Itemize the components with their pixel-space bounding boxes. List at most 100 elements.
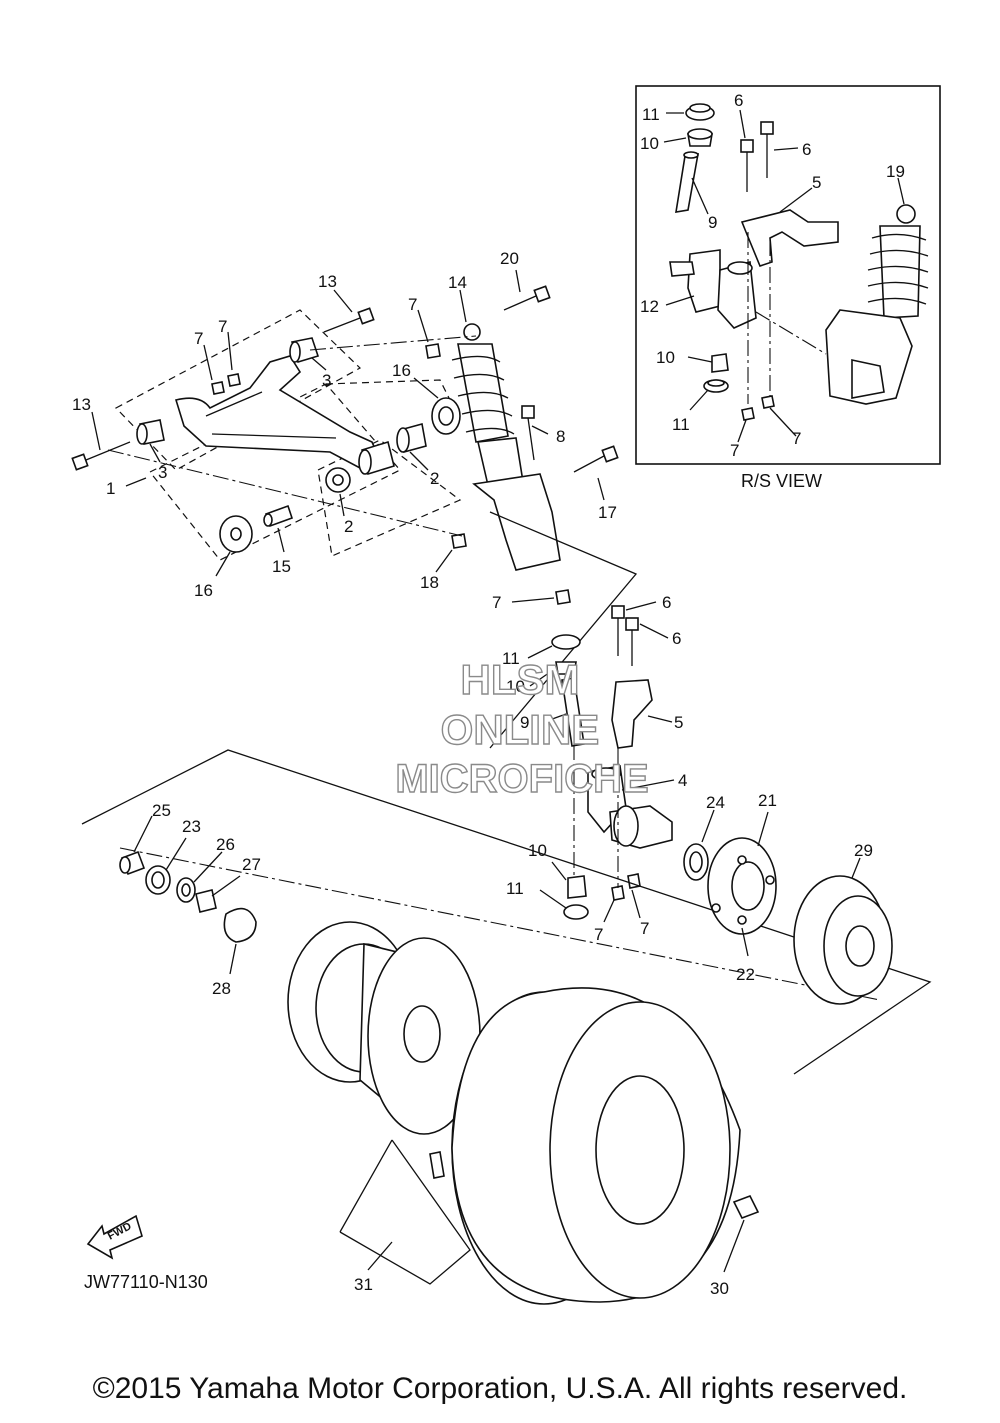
nut-18 <box>451 533 467 549</box>
knuckle-bolt-6a <box>611 605 625 656</box>
wheel-callout-8: 22 <box>736 965 755 984</box>
collar-15 <box>263 504 294 528</box>
wheel-callout-1: 23 <box>182 817 201 836</box>
inset-bolt-6a <box>740 139 754 192</box>
inset-rs-view: 11 10 6 6 5 9 19 12 10 11 7 7 R/S VIEW <box>635 85 941 491</box>
wheel-callout-7: 29 <box>854 841 873 860</box>
inset-caption: R/S VIEW <box>741 471 822 491</box>
knuckle-callout-1: 6 <box>672 629 681 648</box>
nut-27 <box>195 889 217 913</box>
knuckle-part-5 <box>611 679 653 749</box>
hub-seal-25 <box>119 850 146 876</box>
upper-callout-4: 13 <box>72 395 91 414</box>
cap-28 <box>223 907 257 943</box>
wheel-assembly: 25 23 26 27 28 24 21 29 22 31 30 <box>81 749 932 1305</box>
knuckle-part-10b <box>567 875 587 899</box>
washer-16b <box>431 397 461 435</box>
rim-wheel <box>287 921 481 1135</box>
inset-part-19 <box>825 204 929 405</box>
upper-callout-3: 3 <box>322 371 331 390</box>
inset-bolt-6b <box>760 121 774 178</box>
wheel-callout-5: 24 <box>706 793 725 812</box>
knuckle-callout-0: 6 <box>662 593 671 612</box>
upper-callout-15: 16 <box>194 581 213 600</box>
tire <box>451 987 741 1305</box>
a-arm-1 <box>174 355 382 469</box>
upper-callout-13: 8 <box>556 427 565 446</box>
shock-14 <box>451 323 525 495</box>
copyright-notice: ©2015 Yamaha Motor Corporation, U.S.A. A… <box>92 1372 908 1405</box>
nut-7c <box>425 343 441 359</box>
upper-arm-assembly: 13 7 7 3 13 3 1 14 20 7 16 2 2 8 17 16 1… <box>71 249 638 749</box>
knuckle-part-4 <box>587 765 673 849</box>
knuckle-part-10 <box>555 661 577 675</box>
knuckle-callout-5: 5 <box>674 713 683 732</box>
inset-part-5 <box>740 209 839 267</box>
upper-callout-12: 2 <box>344 517 353 536</box>
washer-16a <box>219 515 253 553</box>
inset-part-12 <box>669 249 757 329</box>
wheel-callout-4: 28 <box>212 979 231 998</box>
wheel-callout-6: 21 <box>758 791 777 810</box>
fwd-arrow: FWD <box>86 1214 143 1260</box>
bolt-13a <box>71 441 131 471</box>
upper-callout-17: 18 <box>420 573 439 592</box>
knuckle-callout-10: 7 <box>640 919 649 938</box>
upper-callout-2: 7 <box>218 317 227 336</box>
upper-callout-0: 13 <box>318 272 337 291</box>
watermark-line-2: ONLINE <box>441 706 600 753</box>
knuckle-callout-3: 10 <box>506 677 525 696</box>
inset-frame <box>635 85 941 465</box>
upper-callout-5: 3 <box>158 463 167 482</box>
watermark-line-1: HLSM <box>461 656 580 703</box>
knuckle-callout-7: 10 <box>528 841 547 860</box>
knuckle-assembly: 6 6 11 10 9 5 4 10 11 7 7 <box>502 593 687 944</box>
valve-31 <box>429 1151 445 1179</box>
bushing-2b <box>325 467 351 493</box>
bolt-17 <box>573 445 619 473</box>
upper-callout-16: 15 <box>272 557 291 576</box>
upper-callout-11: 2 <box>430 469 439 488</box>
knuckle-bolt-6b <box>625 617 639 666</box>
bushing-3a <box>136 419 165 445</box>
upper-callout-9: 7 <box>408 295 417 314</box>
inset-nut-7a <box>741 407 755 421</box>
upper-callout-1: 7 <box>194 329 203 348</box>
seal-24 <box>683 843 709 881</box>
inset-nut-7b <box>761 395 775 409</box>
wheel-callout-3: 27 <box>242 855 261 874</box>
wheel-callout-0: 25 <box>152 801 171 820</box>
bearing-23 <box>145 865 171 895</box>
bolt-13b <box>323 307 375 333</box>
knuckle-callout-8: 11 <box>506 879 524 898</box>
shock-mount-bracket <box>472 473 561 571</box>
upper-callout-8: 20 <box>500 249 519 268</box>
brake-drum-29 <box>793 875 893 1005</box>
upper-callout-10: 16 <box>392 361 411 380</box>
inset-callout-11: 7 <box>792 429 801 448</box>
bushing-2c <box>396 422 427 454</box>
knuckle-part-11b <box>563 904 589 920</box>
bolt-20 <box>503 285 551 311</box>
upper-callout-18: 7 <box>492 593 501 612</box>
inset-callout-7: 12 <box>640 297 659 316</box>
bushing-3b <box>289 337 320 363</box>
nut-7a <box>211 381 225 395</box>
wheel-callout-9: 31 <box>354 1275 373 1294</box>
bolt-8 <box>521 405 535 461</box>
inset-callout-3: 6 <box>802 140 811 159</box>
inset-callout-9: 11 <box>672 415 690 434</box>
upper-callout-6: 1 <box>106 479 115 498</box>
watermark-line-3: MICROFICHE <box>395 757 648 801</box>
washer-26 <box>176 877 196 903</box>
hub-21 <box>707 837 777 935</box>
inset-callout-6: 19 <box>886 162 905 181</box>
upper-callout-14: 17 <box>598 503 617 522</box>
inset-callout-8: 10 <box>656 348 675 367</box>
bushing-2a <box>358 440 395 476</box>
knuckle-callout-6: 4 <box>678 771 687 790</box>
nut-30 <box>732 1194 760 1220</box>
wheel-callout-2: 26 <box>216 835 235 854</box>
wheel-callout-10: 30 <box>710 1279 729 1298</box>
